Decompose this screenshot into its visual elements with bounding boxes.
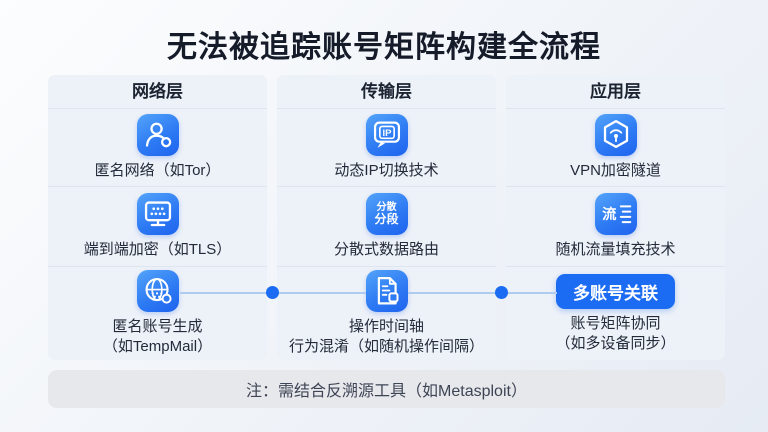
panel-network-layer: 网络层 匿名网络（如Tor） — [48, 75, 267, 360]
multi-account-chip: 多账号关联 — [556, 273, 675, 309]
globe-account-icon — [136, 270, 179, 312]
item-vpn-tunnel: VPN加密隧道 — [506, 109, 725, 187]
monitor-dots-icon — [136, 193, 179, 235]
segment-icon-text-top: 分散 — [376, 202, 397, 213]
note-text: 注：需结合反溯源工具（如Metasploit） — [246, 383, 527, 400]
item-anonymous-account-generation: 匿名账号生成 （如TempMail） — [48, 267, 267, 360]
item-label: VPN加密隧道 — [570, 162, 661, 179]
item-label-line1: 账号矩阵协同 — [570, 314, 661, 332]
document-timeline-icon — [365, 270, 408, 312]
item-label-line2: （如多设备同步） — [555, 334, 676, 352]
connector-dot-2 — [495, 286, 508, 299]
item-behavior-obfuscation: 操作时间轴 行为混淆（如随机操作间隔） — [277, 267, 496, 360]
segment-text-icon: 分散 分段 — [365, 193, 408, 235]
hexagon-shield-icon — [594, 114, 637, 156]
connector-dot-1 — [266, 286, 279, 299]
item-label-line2: （如TempMail） — [102, 338, 213, 355]
panel-application-header: 应用层 — [506, 75, 725, 109]
layer-panels: 网络层 匿名网络（如Tor） — [48, 75, 725, 360]
ip-bubble-icon: IP — [365, 114, 408, 156]
item-label: 操作时间轴 行为混淆（如随机操作间隔） — [289, 317, 484, 357]
item-label: 账号矩阵协同 （如多设备同步） — [555, 314, 675, 354]
item-anonymous-network: 匿名网络（如Tor） — [48, 109, 267, 187]
item-label: 分散式数据路由 — [333, 241, 439, 258]
item-label: 动态IP切换技术 — [334, 162, 439, 179]
item-label: 匿名网络（如Tor） — [94, 162, 221, 179]
item-distributed-routing: 分散 分段 分散式数据路由 — [277, 187, 496, 267]
item-label: 随机流量填充技术 — [555, 241, 676, 258]
item-label: 端到端加密（如TLS） — [83, 241, 232, 258]
anonymous-user-icon — [136, 114, 179, 156]
connector-line-2 — [408, 292, 557, 294]
flow-icon-text: 流 — [602, 205, 617, 223]
ip-icon-text: IP — [382, 128, 392, 139]
panel-application-layer: 应用层 VPN加密隧道 流 — [506, 75, 725, 360]
panel-transport-layer: 传输层 IP 动态IP切换技术 分散 分段 分散式数据路由 — [277, 75, 496, 360]
item-e2e-encryption: 端到端加密（如TLS） — [48, 187, 267, 267]
item-label-line2: 行为混淆（如随机操作间隔） — [288, 338, 484, 355]
item-traffic-padding: 流 随机流量填充技术 — [506, 187, 725, 267]
item-label-line1: 匿名账号生成 — [112, 318, 203, 335]
page-title: 无法被追踪账号矩阵构建全流程 — [167, 31, 601, 64]
note-bar: 注：需结合反溯源工具（如Metasploit） — [48, 370, 725, 408]
traffic-flow-icon: 流 — [594, 193, 637, 235]
item-multi-account: 多账号关联 账号矩阵协同 （如多设备同步） — [506, 267, 725, 360]
segment-icon-text-bottom: 分段 — [374, 212, 399, 226]
item-label: 匿名账号生成 （如TempMail） — [103, 317, 212, 357]
item-label-line1: 操作时间轴 — [348, 318, 424, 335]
panel-transport-header: 传输层 — [277, 75, 496, 109]
item-dynamic-ip: IP 动态IP切换技术 — [277, 109, 496, 187]
panel-network-header: 网络层 — [48, 75, 267, 109]
